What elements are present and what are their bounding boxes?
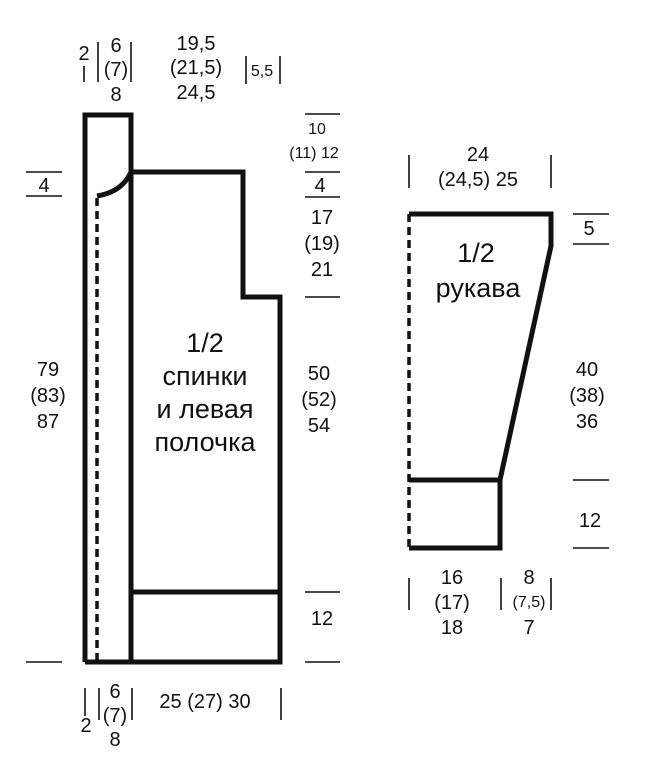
- left-collar: 4: [38, 175, 49, 197]
- left-length-3: 87: [37, 411, 59, 433]
- top-shoulder-3: 24,5: [177, 82, 216, 104]
- top-cuff-7: (7): [104, 59, 128, 81]
- bottom-width: 25 (27) 30: [159, 691, 250, 713]
- body-outline: [85, 169, 283, 665]
- right-armhole-2: (19): [304, 233, 340, 255]
- left-length-1: 79: [37, 359, 59, 381]
- top-shoulder-2: (21,5): [170, 57, 222, 79]
- sleeve-cap: 5: [583, 218, 594, 240]
- bottom-band-8: 8: [109, 729, 120, 751]
- sleeve-bottom-measurements: 16 (17) 18 8 (7,5) 7: [408, 567, 552, 639]
- back-title-line-4: полочка: [154, 427, 256, 457]
- bottom-band-7: (7): [103, 705, 127, 727]
- right-rib: 12: [311, 608, 333, 630]
- sleeve-length-1: 40: [576, 359, 598, 381]
- top-shoulder-1: 19,5: [177, 33, 216, 55]
- sleeve-bottom-right-3: 7: [523, 617, 534, 639]
- right-side-2: (52): [301, 389, 337, 411]
- sleeve-top-measurements: 24 (24,5) 25: [408, 144, 552, 191]
- sleeve-bottom-right-2: (7,5): [513, 594, 546, 611]
- sleeve-cuff: 12: [579, 510, 601, 532]
- sleeve-top-2: (24,5) 25: [438, 169, 518, 191]
- sleeve-outline: [409, 211, 554, 551]
- top-measurements: 2 6 (7) 8 19,5 (21,5) 24,5 5,5: [78, 33, 281, 106]
- sleeve-title-line-1: 1/2: [457, 238, 495, 268]
- top-cuff-6: 6: [110, 35, 121, 57]
- sleeve-bottom-right-1: 8: [523, 567, 534, 589]
- sleeve-piece: 1/2 рукава: [407, 211, 554, 551]
- back-title-line-2: спинки: [162, 361, 247, 391]
- top-cuff-8: 8: [110, 84, 121, 106]
- top-cuff-2: 2: [78, 43, 89, 65]
- right-armhole-1: 17: [311, 207, 333, 229]
- sleeve-length-3: 36: [576, 411, 598, 433]
- sleeve-bottom-3: 18: [441, 617, 463, 639]
- right-shoulder-drop-1: 10: [308, 121, 326, 138]
- bottom-measurements: 2 6 (7) 8 25 (27) 30: [80, 681, 282, 751]
- right-shoulder-drop-2: (11) 12: [289, 145, 339, 162]
- sleeve-bottom-1: 16: [441, 567, 463, 589]
- right-side-1: 50: [308, 363, 330, 385]
- sleeve-right-measurements: 5 40 (38) 36 12: [569, 213, 609, 549]
- sleeve-title-line-2: рукава: [436, 273, 522, 303]
- top-neck-depth: 5,5: [251, 63, 273, 80]
- right-measurements: 10 (11) 12 4 17 (19) 21 50 (52) 54 12: [289, 113, 340, 663]
- collar-band-outline: [82, 112, 134, 662]
- right-armhole-3: 21: [311, 259, 333, 281]
- left-measurements: 4 79 (83) 87: [26, 171, 66, 663]
- right-armhole-shelf: 4: [314, 175, 325, 197]
- bottom-band-2: 2: [80, 715, 91, 737]
- back-title-line-1: 1/2: [186, 328, 224, 358]
- sleeve-top-1: 24: [467, 144, 489, 166]
- back-title-line-3: и левая: [156, 394, 253, 424]
- bottom-band-6: 6: [109, 681, 120, 703]
- sleeve-bottom-2: (17): [434, 592, 470, 614]
- collar-curve: [96, 170, 134, 199]
- back-piece: 1/2 спинки и левая полочка: [82, 112, 283, 665]
- sleeve-length-2: (38): [569, 385, 605, 407]
- right-side-3: 54: [308, 415, 330, 437]
- left-length-2: (83): [30, 385, 66, 407]
